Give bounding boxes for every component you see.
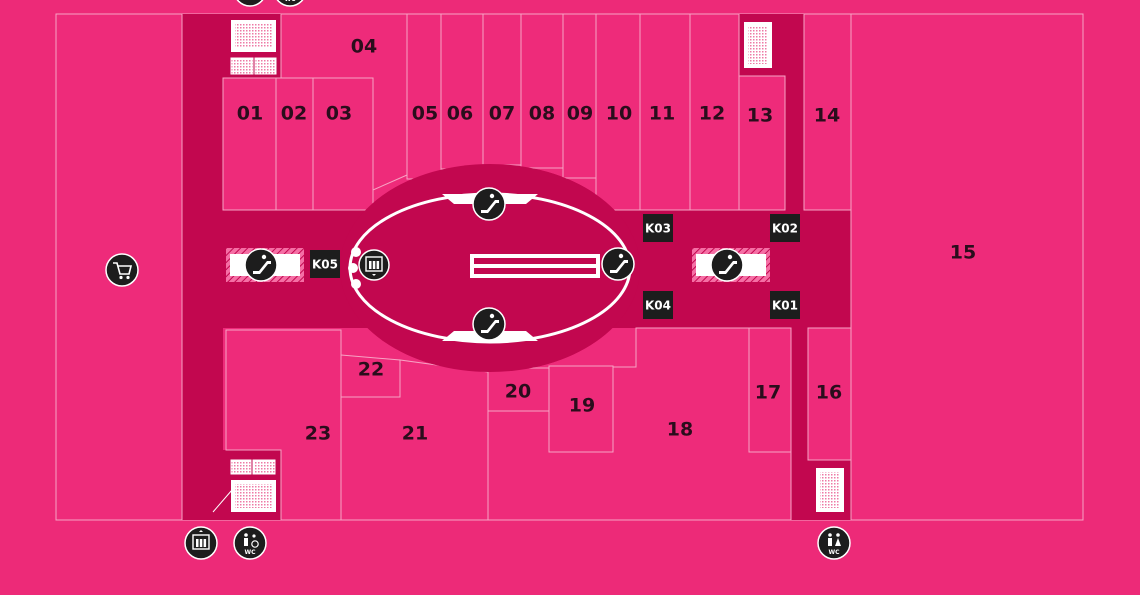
escalator-icon[interactable]	[244, 248, 278, 282]
unit-label-14: 14	[814, 105, 840, 127]
unit-label-12: 12	[699, 103, 725, 125]
unit-label-20: 20	[505, 381, 531, 403]
unit-label-10: 10	[606, 103, 632, 125]
unit-label-19: 19	[569, 395, 595, 417]
wc-label: WC	[244, 549, 256, 556]
kiosk-k02[interactable]: K02	[770, 214, 800, 242]
kiosk-k05[interactable]: K05	[310, 250, 340, 278]
kiosk-k01[interactable]: K01	[770, 291, 800, 319]
kiosk-label-k01: K01	[772, 299, 798, 313]
unit-label-02: 02	[281, 103, 307, 125]
elevator-icon[interactable]	[184, 526, 218, 560]
kiosk-label-k03: K03	[645, 222, 671, 236]
kiosk-label-k02: K02	[772, 222, 798, 236]
kiosks: K01 K02 K03 K04 K05	[310, 214, 800, 319]
elevator-icon[interactable]	[234, 0, 266, 7]
unit-label-16: 16	[816, 382, 842, 404]
unit-label-15: 15	[950, 242, 976, 264]
unit-label-08: 08	[529, 103, 555, 125]
unit-label-21: 21	[402, 423, 428, 445]
unit-label-23: 23	[305, 423, 331, 445]
escalator-icons	[244, 187, 744, 341]
escalator-icon[interactable]	[472, 187, 506, 221]
unit-labels: 01 02 03 04 05 06 07 08 09 10 11 12 13 1…	[237, 36, 976, 445]
atrium-bridge	[470, 254, 600, 278]
escalator-icon[interactable]	[472, 307, 506, 341]
unit-label-18: 18	[667, 419, 693, 441]
elevator-icon[interactable]	[358, 249, 390, 281]
unit-label-22: 22	[358, 359, 384, 381]
wc-label: WC	[284, 0, 296, 3]
kiosk-label-k05: K05	[312, 258, 338, 272]
kiosk-k03[interactable]: K03	[643, 214, 673, 242]
escalator-icon[interactable]	[710, 248, 744, 282]
accessible-toilet-icon[interactable]: WC	[233, 526, 267, 560]
unit-label-06: 06	[447, 103, 473, 125]
unit-label-01: 01	[237, 103, 263, 125]
toilets-icon[interactable]: WC	[274, 0, 306, 7]
shopping-cart-icon[interactable]	[105, 253, 139, 287]
unit-label-17: 17	[755, 382, 781, 404]
unit-label-05: 05	[412, 103, 438, 125]
unit-label-11: 11	[649, 103, 675, 125]
escalator-icon[interactable]	[601, 247, 635, 281]
kiosk-label-k04: K04	[645, 299, 671, 313]
kiosk-k04[interactable]: K04	[643, 291, 673, 319]
unit-label-04: 04	[351, 36, 377, 58]
unit-label-09: 09	[567, 103, 593, 125]
unit-label-13: 13	[747, 105, 773, 127]
unit-label-03: 03	[326, 103, 352, 125]
wc-label: WC	[828, 549, 840, 556]
toilets-icon[interactable]: WC	[817, 526, 851, 560]
unit-label-07: 07	[489, 103, 515, 125]
